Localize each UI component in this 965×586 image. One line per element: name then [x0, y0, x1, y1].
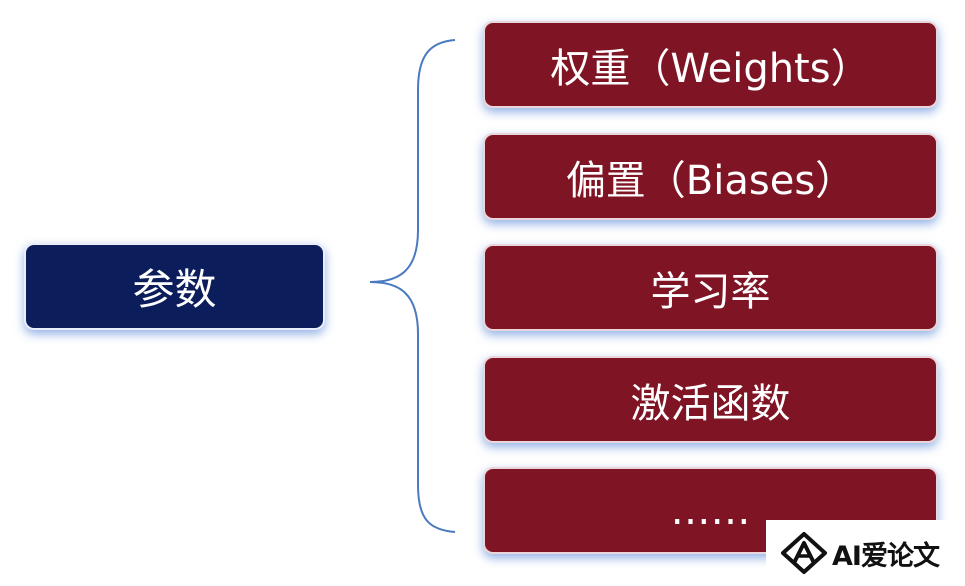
item-activation-function: 激活函数: [483, 356, 938, 443]
curly-brace-connector: [369, 39, 456, 533]
root-node: 参数: [24, 243, 325, 330]
watermark: AI爱论文: [766, 520, 965, 586]
item-ellipsis: ……: [483, 467, 938, 554]
item-biases-label: 偏置（Biases）: [565, 157, 856, 204]
item-weights-label: 权重（Weights）: [550, 45, 871, 92]
item-ellipsis-label: ……: [670, 487, 751, 534]
watermark-text: AI爱论文: [832, 540, 940, 572]
root-node-label: 参数: [132, 265, 217, 314]
item-biases: 偏置（Biases）: [483, 133, 938, 220]
a-triangle-logo-icon: [781, 532, 827, 574]
item-learning-rate: 学习率: [483, 244, 938, 331]
item-weights: 权重（Weights）: [483, 21, 938, 108]
item-learning-rate-label: 学习率: [650, 268, 771, 315]
item-activation-function-label: 激活函数: [630, 380, 791, 427]
